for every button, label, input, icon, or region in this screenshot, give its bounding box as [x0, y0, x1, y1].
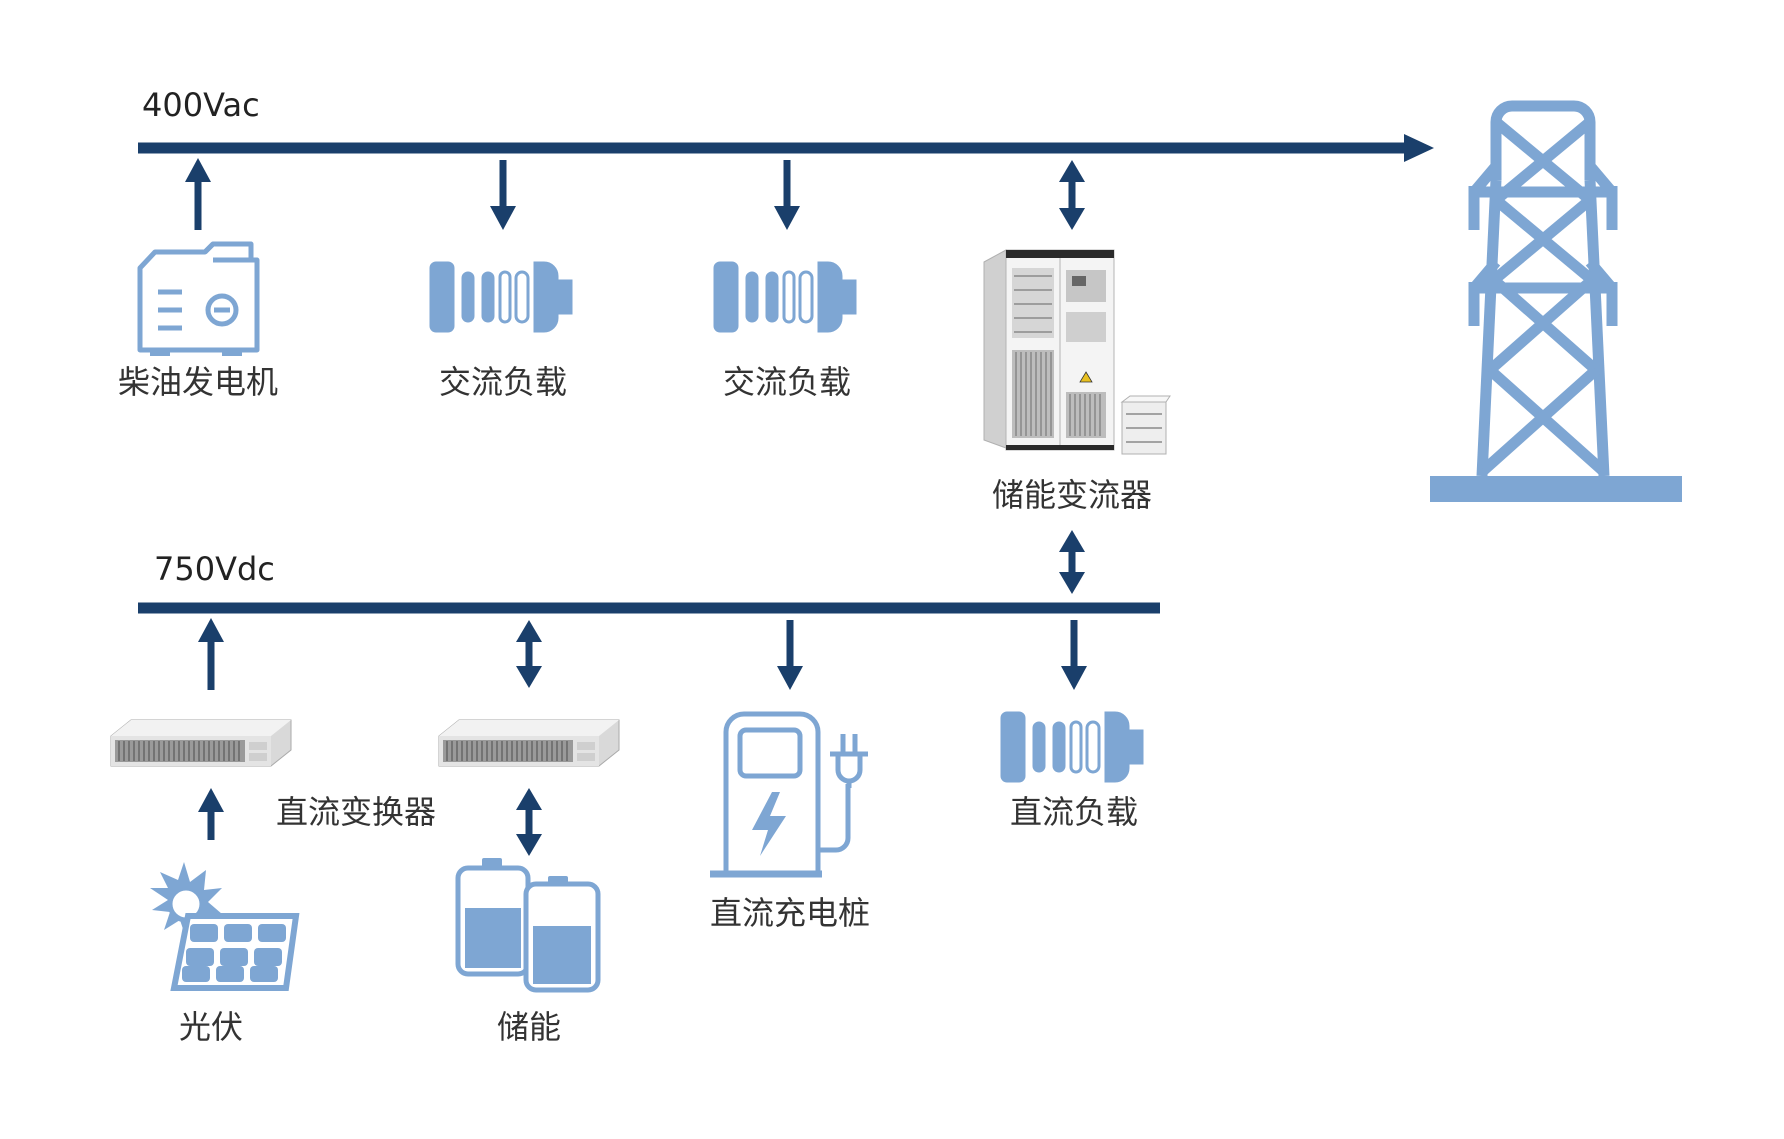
diesel-generator-label: 柴油发电机	[118, 363, 278, 401]
arrow-down-ac-load-1	[490, 160, 516, 230]
dc-converter-label: 直流变换器	[276, 793, 436, 831]
ac-load-2-label: 交流负载	[723, 363, 851, 401]
arrow-down-dc-load	[1061, 620, 1087, 690]
arrow-bidirectional-dc-converter-storage	[516, 620, 542, 688]
ac-load-1-icon	[428, 260, 574, 334]
arrow-bidirectional-pcs-dc	[1059, 530, 1085, 594]
arrow-down-ac-load-2	[774, 160, 800, 230]
dc-converter-pv-icon	[110, 719, 292, 767]
arrow-up-pv	[198, 788, 224, 840]
ev-charger-icon	[710, 711, 868, 878]
ac-bus-label: 400Vac	[142, 86, 260, 124]
arrow-bidirectional-pcs-ac	[1059, 160, 1085, 230]
pv-label: 光伏	[179, 1008, 243, 1046]
transmission-tower-icon	[1468, 100, 1618, 477]
ac-bus-line	[138, 134, 1434, 162]
dc-converter-storage-icon	[438, 719, 620, 767]
arrow-bidirectional-storage	[516, 788, 542, 856]
arrow-up-dc-converter-pv	[198, 618, 224, 690]
diesel-generator-icon	[137, 241, 260, 356]
solar-panel-icon	[150, 862, 300, 991]
charger-label: 直流充电桩	[710, 894, 870, 932]
storage-label: 储能	[497, 1008, 561, 1046]
ac-load-2-icon	[712, 260, 858, 334]
dc-load-label: 直流负载	[1010, 793, 1138, 831]
arrow-up-diesel	[185, 158, 211, 230]
storage-converter-cabinet-icon	[983, 249, 1171, 455]
dc-bus-label: 750Vdc	[154, 550, 275, 588]
ac-load-1-label: 交流负载	[439, 363, 567, 401]
battery-icon	[455, 858, 601, 993]
pcs-label: 储能变流器	[992, 476, 1152, 514]
dc-load-icon	[999, 710, 1145, 784]
arrow-down-charger	[777, 620, 803, 690]
tower-base	[1430, 476, 1682, 502]
